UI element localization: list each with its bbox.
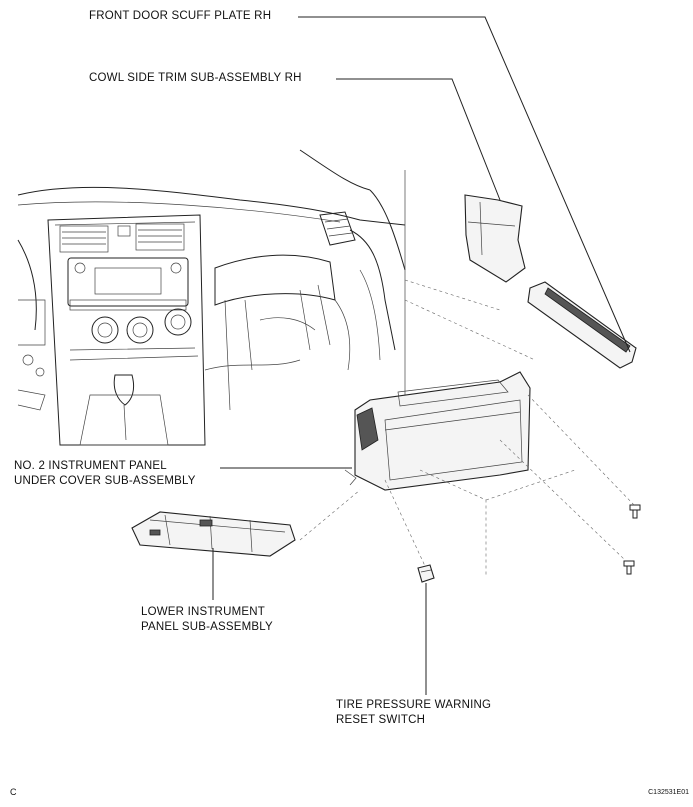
- cowl-side-trim-part: [464, 194, 526, 283]
- figure-code: C132531E01: [648, 789, 689, 796]
- tire-pressure-switch-part: [417, 564, 435, 583]
- corner-letter: C: [10, 787, 17, 797]
- label-no2-instrument-panel: NO. 2 INSTRUMENT PANEL UNDER COVER SUB-A…: [14, 459, 196, 489]
- label-line: UNDER COVER SUB-ASSEMBLY: [14, 475, 196, 487]
- lower-instrument-panel-part: [131, 511, 296, 557]
- label-front-door-scuff-plate: FRONT DOOR SCUFF PLATE RH: [89, 10, 272, 22]
- label-line: NO. 2 INSTRUMENT PANEL: [14, 460, 167, 472]
- dashboard-interior-illustration: [17, 149, 406, 446]
- label-tire-pressure-switch: TIRE PRESSURE WARNING RESET SWITCH: [336, 698, 491, 728]
- front-door-scuff-plate-part: [527, 281, 637, 369]
- alignment-dashed-lines: [299, 279, 635, 575]
- label-line: LOWER INSTRUMENT: [141, 606, 265, 618]
- label-cowl-side-trim: COWL SIDE TRIM SUB-ASSEMBLY RH: [89, 72, 302, 84]
- label-line: RESET SWITCH: [336, 714, 426, 726]
- screw-lower: [623, 560, 635, 575]
- label-lower-instrument-panel: LOWER INSTRUMENT PANEL SUB-ASSEMBLY: [141, 605, 273, 635]
- label-line: PANEL SUB-ASSEMBLY: [141, 621, 273, 633]
- label-line: TIRE PRESSURE WARNING: [336, 699, 492, 711]
- leader-lines: [212, 16, 631, 695]
- no2-under-cover-part: [344, 371, 531, 491]
- screw-upper: [629, 504, 641, 519]
